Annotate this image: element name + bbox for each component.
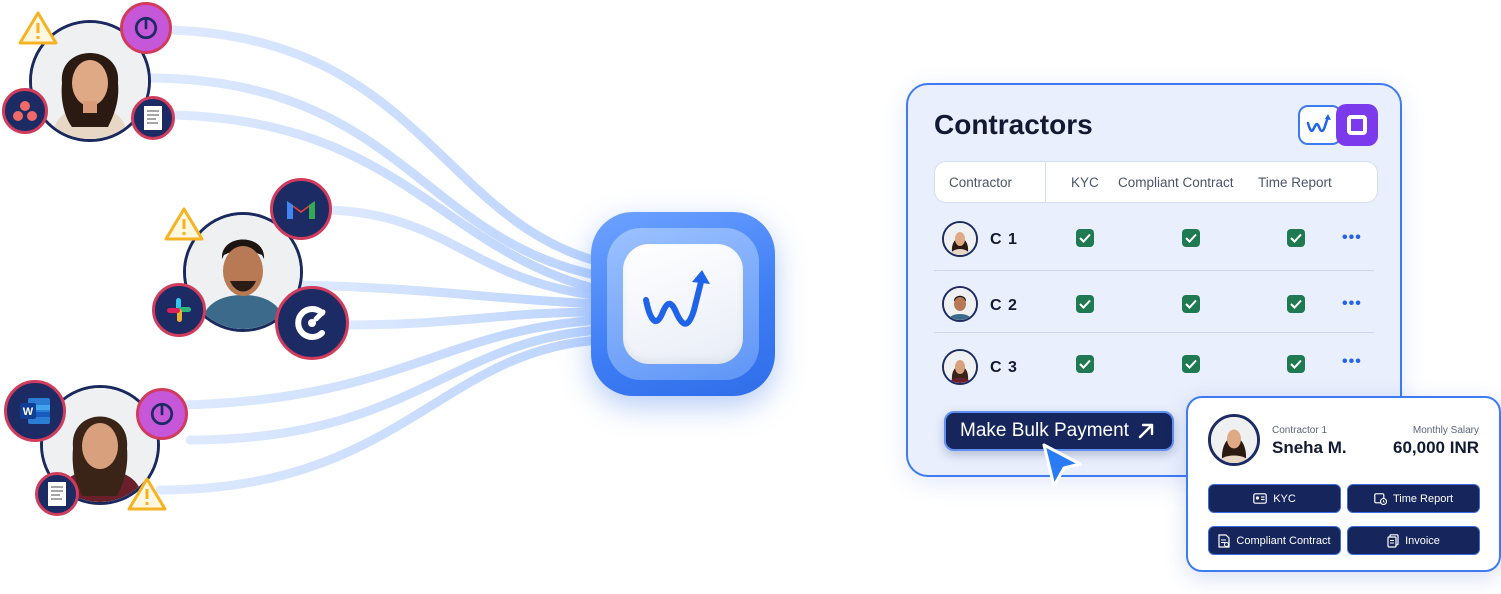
receipt-icon xyxy=(131,96,175,140)
col-compliant-contract: Compliant Contract xyxy=(1118,175,1234,190)
kyc-check-icon xyxy=(1076,295,1094,313)
time-report-check-icon xyxy=(1287,295,1305,313)
contractor-name: C 1 xyxy=(990,231,1018,248)
salary-value: 60,000 INR xyxy=(1393,438,1479,457)
kyc-label: KYC xyxy=(1273,492,1296,505)
table-row[interactable]: C 2 ••• xyxy=(934,271,1374,333)
kyc-check-icon xyxy=(1076,355,1094,373)
slack-icon xyxy=(152,283,206,337)
time-report-check-icon xyxy=(1287,355,1305,373)
table-row[interactable]: C 1 ••• xyxy=(934,209,1374,271)
bulk-payment-label: Make Bulk Payment xyxy=(960,420,1129,441)
time-report-label: Time Report xyxy=(1392,492,1454,505)
contract-check-icon xyxy=(1182,355,1200,373)
salary-label: Monthly Salary xyxy=(1412,425,1479,436)
table-header: Contractor KYC Compliant Contract Time R… xyxy=(934,161,1378,203)
contract-check-icon xyxy=(1182,295,1200,313)
make-bulk-payment-button[interactable]: Make Bulk Payment xyxy=(944,411,1174,451)
contractor-name: C 3 xyxy=(990,359,1018,376)
power-app-icon xyxy=(120,2,172,54)
calendar-clock-icon xyxy=(1374,493,1387,505)
clockify-icon xyxy=(275,286,349,360)
cursor-pointer-icon xyxy=(1042,443,1082,488)
contractor-avatar xyxy=(1208,414,1260,466)
partner-logo-icon xyxy=(1336,104,1378,146)
invoice-label: Invoice xyxy=(1405,534,1440,547)
table-row[interactable]: C 3 ••• xyxy=(934,337,1374,399)
contractors-panel: Contractors Contractor KYC Compliant Con… xyxy=(906,83,1402,477)
svg-text:W: W xyxy=(23,406,34,418)
app-logo-tile xyxy=(591,212,775,396)
wise-logo-icon xyxy=(643,270,710,327)
contractor-name: C 2 xyxy=(990,297,1018,314)
more-options-icon[interactable]: ••• xyxy=(1342,295,1362,312)
asana-icon xyxy=(2,88,48,134)
warning-icon xyxy=(164,207,204,241)
warning-icon xyxy=(18,11,58,45)
kyc-button[interactable]: KYC xyxy=(1208,484,1341,513)
invoice-document-icon xyxy=(1387,533,1399,548)
time-report-check-icon xyxy=(1287,229,1305,247)
time-report-button[interactable]: Time Report xyxy=(1347,484,1480,513)
arrow-up-right-icon xyxy=(1138,423,1154,439)
contractor-avatar xyxy=(942,286,978,322)
contract-check-icon xyxy=(1182,229,1200,247)
receipt-icon xyxy=(35,472,79,516)
more-options-icon[interactable]: ••• xyxy=(1342,353,1362,370)
col-time-report: Time Report xyxy=(1258,175,1332,190)
contractor-avatar xyxy=(942,349,978,385)
col-kyc: KYC xyxy=(1071,175,1099,190)
id-card-icon xyxy=(1253,493,1267,504)
panel-title: Contractors xyxy=(934,109,1093,140)
contractor-avatar xyxy=(942,221,978,257)
contract-document-icon xyxy=(1218,533,1231,548)
kyc-check-icon xyxy=(1076,229,1094,247)
warning-icon xyxy=(127,477,167,511)
power-app-icon xyxy=(136,388,188,440)
contractor-detail-card: Contractor 1 Sneha M. Monthly Salary 60,… xyxy=(1186,396,1501,572)
contractor-name: Sneha M. xyxy=(1272,438,1347,457)
compliant-contract-label: Compliant Contract xyxy=(1236,534,1331,547)
compliant-contract-button[interactable]: Compliant Contract xyxy=(1208,526,1341,555)
invoice-button[interactable]: Invoice xyxy=(1347,526,1480,555)
col-contractor: Contractor xyxy=(949,175,1013,190)
more-options-icon[interactable]: ••• xyxy=(1342,229,1362,246)
gmail-icon xyxy=(270,178,332,240)
word-icon: W xyxy=(4,380,66,442)
contractor-label: Contractor 1 xyxy=(1272,425,1328,436)
